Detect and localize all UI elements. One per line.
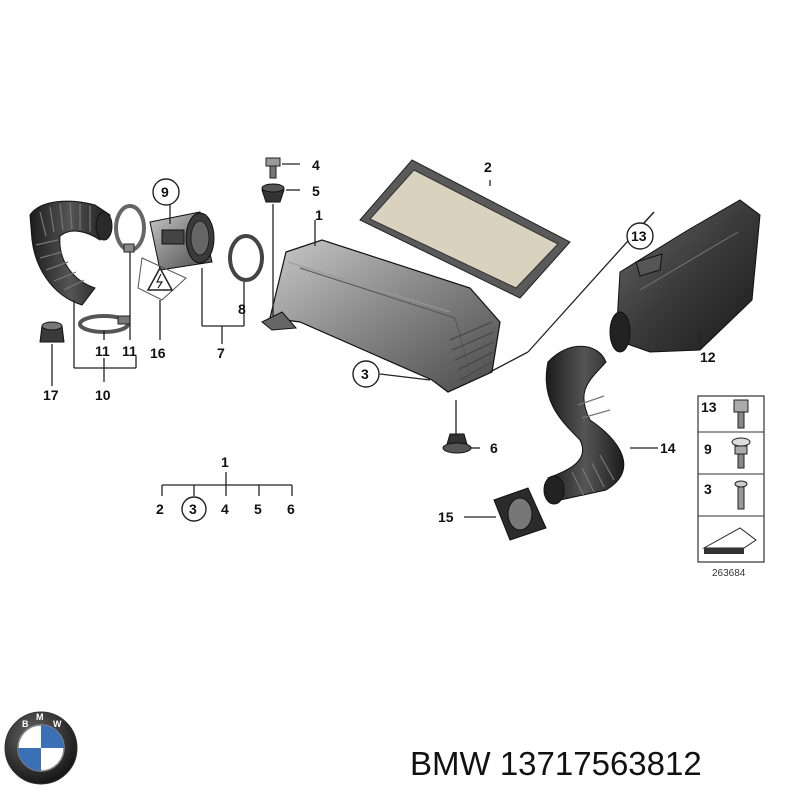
legend-row-13: 13 bbox=[701, 399, 717, 415]
part-14-duct bbox=[543, 345, 625, 505]
part-9-air-mass-meter bbox=[149, 211, 215, 271]
callout-14: 14 bbox=[660, 440, 676, 456]
part-12-air-duct-upper bbox=[609, 199, 761, 353]
callout-15: 15 bbox=[438, 509, 454, 525]
callouts: 4 5 1 2 3 6 9 8 7 16 11 11 11 10 17 13 1… bbox=[43, 157, 716, 525]
image-number: 263684 bbox=[712, 568, 746, 579]
part-11-clamp-lower bbox=[78, 314, 131, 334]
callout-9: 9 bbox=[161, 184, 169, 200]
part-6-grommet bbox=[442, 433, 472, 454]
parts-tree: 1 2 3 4 5 6 bbox=[156, 454, 295, 522]
callout-1: 1 bbox=[315, 207, 323, 223]
tree-child-4: 4 bbox=[221, 501, 229, 517]
tree-child-3: 3 bbox=[189, 501, 197, 517]
brand-name: BMW bbox=[410, 745, 491, 782]
part-11-clamp-upper bbox=[114, 204, 146, 253]
part-1-filter-housing bbox=[261, 239, 501, 393]
part-15-seal bbox=[493, 487, 547, 541]
electrical-warning-icon bbox=[146, 266, 174, 291]
part-17-cap bbox=[39, 321, 65, 343]
tree-root: 1 bbox=[221, 454, 229, 470]
part-8-gasket bbox=[228, 234, 264, 282]
callout-8: 8 bbox=[238, 301, 246, 317]
part-5-grommet bbox=[261, 183, 285, 203]
tree-child-2: 2 bbox=[156, 501, 164, 517]
callout-2: 2 bbox=[484, 159, 492, 175]
part-16-warning-label bbox=[137, 257, 187, 301]
callout-12: 12 bbox=[700, 349, 716, 365]
legend-row-3: 3 bbox=[704, 481, 712, 497]
svg-text:W: W bbox=[53, 719, 62, 729]
callout-4: 4 bbox=[312, 157, 320, 173]
callout-10: 10 bbox=[95, 387, 111, 403]
fastener-legend: 13 9 3 263684 bbox=[697, 395, 765, 579]
callout-5: 5 bbox=[312, 183, 320, 199]
tree-child-5: 5 bbox=[254, 501, 262, 517]
legend-row-9: 9 bbox=[704, 441, 712, 457]
leader-lines bbox=[51, 163, 701, 518]
part-number: 13717563812 bbox=[499, 745, 702, 782]
part-4-bolt bbox=[265, 157, 281, 179]
callout-11b: 11 bbox=[122, 343, 137, 359]
callout-16: 16 bbox=[150, 345, 166, 361]
callout-17: 17 bbox=[43, 387, 59, 403]
part-2-filter-element bbox=[359, 159, 571, 299]
svg-text:M: M bbox=[36, 712, 44, 722]
callout-6: 6 bbox=[490, 440, 498, 456]
svg-text:B: B bbox=[22, 719, 29, 729]
part-caption: BMW 13717563812 bbox=[410, 738, 795, 790]
callout-7: 7 bbox=[217, 345, 225, 361]
callout-11a: 11 bbox=[95, 343, 110, 359]
bmw-roundel-icon: B M W bbox=[4, 711, 78, 785]
tree-child-6: 6 bbox=[287, 501, 295, 517]
callout-13: 13 bbox=[631, 228, 647, 244]
callout-3: 3 bbox=[361, 366, 369, 382]
part-10-intake-hose bbox=[29, 200, 113, 306]
